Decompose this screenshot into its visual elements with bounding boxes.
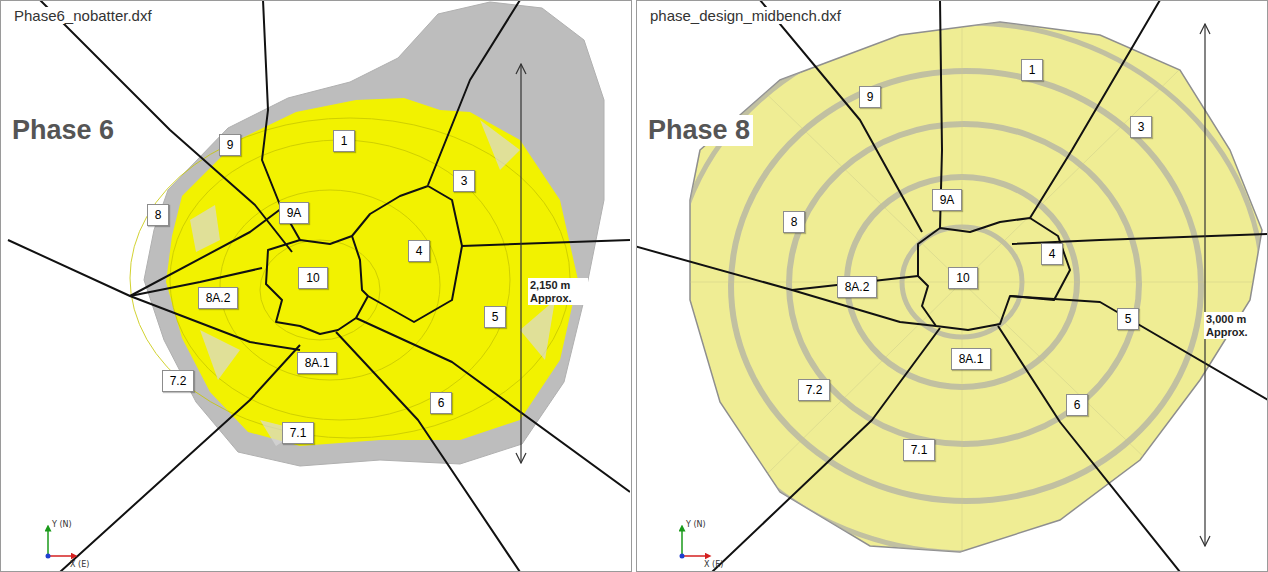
- zone-number: 10: [306, 271, 319, 285]
- dimension-arrow: [1204, 24, 1205, 546]
- zone-number: 9A: [287, 206, 302, 220]
- phase-title: Phase 8: [645, 115, 753, 146]
- zone-label-box: 9: [219, 134, 242, 156]
- zone-number: 8: [155, 208, 162, 222]
- zone-label-box: 7.1: [903, 439, 936, 461]
- zone-label-box: 9: [859, 86, 882, 108]
- axis-label: X (E): [70, 560, 89, 569]
- zone-number: 7.2: [170, 374, 187, 388]
- zone-label-box: 4: [408, 240, 431, 262]
- zone-label-box: 8: [147, 204, 170, 226]
- zone-number: 7.1: [290, 426, 307, 440]
- zone-label-box: 5: [484, 306, 507, 328]
- zone-number: 6: [1074, 398, 1081, 412]
- zone-number: 8A.1: [959, 352, 984, 366]
- zone-number: 8A.2: [845, 280, 870, 294]
- map-panel: phase_design_midbench.dxfPhase 8 1 9 3 9A 8 4 1…: [636, 0, 1268, 572]
- zone-number: 5: [492, 310, 499, 324]
- zone-label-box: 10: [948, 267, 977, 289]
- zone-number: 1: [341, 134, 348, 148]
- zone-label-box: 8: [783, 211, 806, 233]
- zone-label-box: 6: [1066, 394, 1089, 416]
- zone-label-box: 8A.1: [951, 348, 992, 370]
- zone-label-box: 10: [298, 267, 327, 289]
- zone-label-box: 8A.1: [297, 352, 338, 374]
- file-name: phase_design_midbench.dxf: [647, 7, 844, 24]
- zone-label-box: 8A.2: [837, 276, 878, 298]
- zone-number: 1: [1029, 63, 1036, 77]
- phase8-pit: [637, 1, 1267, 571]
- zone-label-box: 7.2: [162, 370, 195, 392]
- phase6-pit: [130, 2, 604, 466]
- axis-triad: [680, 528, 709, 559]
- dimension-label: 2,150 m Approx.: [528, 278, 588, 305]
- file-name: Phase6_nobatter.dxf: [11, 7, 155, 24]
- zone-label-box: 1: [1021, 59, 1044, 81]
- zone-number: 8A.1: [305, 356, 330, 370]
- zone-label-box: 5: [1117, 308, 1140, 330]
- zone-label-box: 7.1: [282, 422, 315, 444]
- zone-number: 7.1: [911, 443, 928, 457]
- dimension-label: 3,000 m Approx.: [1204, 312, 1264, 339]
- zone-label-box: 1: [333, 130, 356, 152]
- dimension-arrow: [520, 64, 521, 463]
- zone-label-box: 7.2: [798, 379, 831, 401]
- zone-label-box: 8A.2: [198, 287, 239, 309]
- zone-number: 5: [1125, 312, 1132, 326]
- zone-label-box: 6: [430, 392, 453, 414]
- zone-label-box: 9A: [932, 189, 963, 211]
- zone-number: 4: [416, 244, 423, 258]
- zone-label-box: 4: [1041, 243, 1064, 265]
- zone-label-box: 9A: [279, 202, 310, 224]
- zone-label-box: 3: [453, 170, 476, 192]
- zone-number: 6: [438, 396, 445, 410]
- zone-number: 8A.2: [206, 291, 231, 305]
- axis-triad: [46, 528, 75, 559]
- zone-number: 4: [1049, 247, 1056, 261]
- axis-label: X (E): [704, 560, 723, 569]
- zone-number: 9: [227, 138, 234, 152]
- zone-number: 3: [461, 174, 468, 188]
- zone-number: 10: [956, 271, 969, 285]
- zone-boundaries: [8, 1, 630, 571]
- zone-boundaries: [637, 1, 1267, 571]
- zone-number: 9A: [940, 193, 955, 207]
- zone-number: 3: [1138, 120, 1145, 134]
- zone-number: 7.2: [806, 383, 823, 397]
- zone-number: 9: [867, 90, 874, 104]
- phase-title: Phase 6: [9, 115, 117, 146]
- axis-label: Y (N): [52, 520, 72, 529]
- axis-label: Y (N): [686, 520, 706, 529]
- zone-label-box: 3: [1130, 116, 1153, 138]
- zone-number: 8: [791, 215, 798, 229]
